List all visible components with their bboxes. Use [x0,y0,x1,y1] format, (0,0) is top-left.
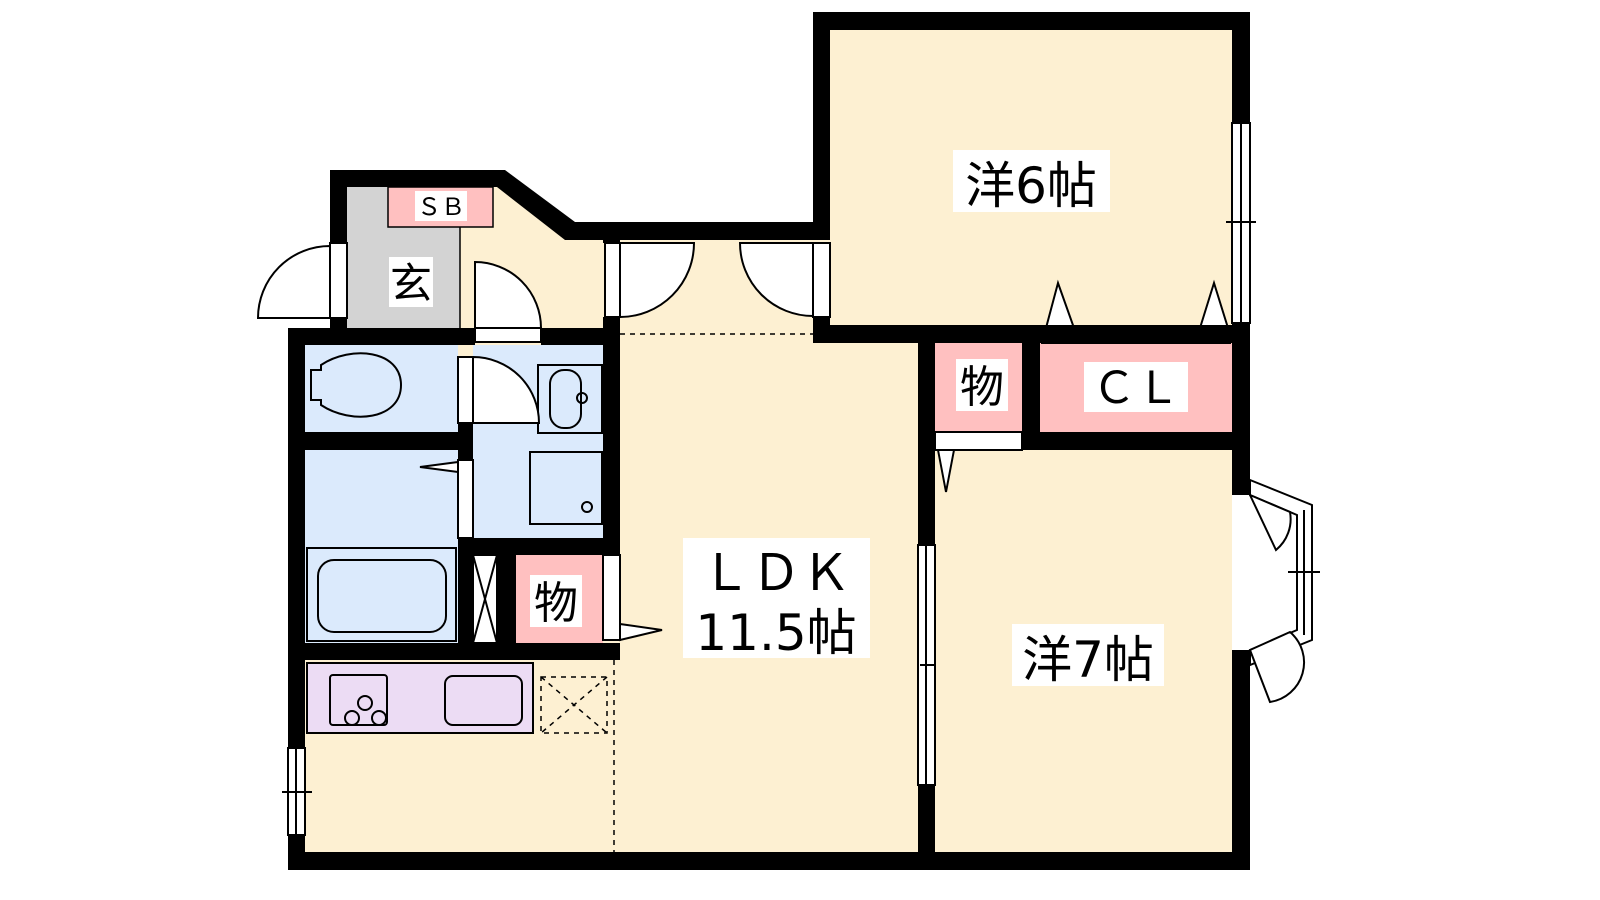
label-western7: 洋7帖 [1022,631,1154,689]
label-storage-ldk: 物 [534,578,578,629]
label-shoebox: ＳＢ [417,193,465,221]
washing-machine-space [529,451,603,525]
walls [288,12,1250,870]
label-closet: ＣＬ [1092,363,1180,414]
floor-bathroom [305,450,458,643]
label-ldk: ＬＤＫ [701,544,851,602]
ldk-door[interactable] [619,242,696,319]
washbasin-icon [537,364,603,434]
label-ldk-size: 11.5帖 [695,604,856,662]
label-western6: 洋6帖 [965,157,1097,215]
washroom-inner-door[interactable] [472,355,541,424]
washroom-door[interactable] [474,260,543,329]
label-storage-bedroom: 物 [960,362,1004,413]
doors [256,242,1231,642]
bathtub-icon [306,547,457,642]
room-labels: 洋6帖 洋7帖 ＬＤＫ 11.5帖 玄 ＳＢ ＣＬ 物 物 [389,150,1188,689]
entrance-door[interactable] [256,244,331,319]
bedroom6-door[interactable] [738,242,814,318]
kitchen-counter [306,662,534,734]
sink-icon [444,675,523,726]
windows [282,122,1320,836]
fixtures [306,333,813,852]
label-entrance: 玄 [390,259,432,308]
stove-icon [329,674,388,726]
storage-door[interactable] [934,431,1023,451]
toilet-icon [310,352,403,418]
fridge-space [540,676,608,734]
